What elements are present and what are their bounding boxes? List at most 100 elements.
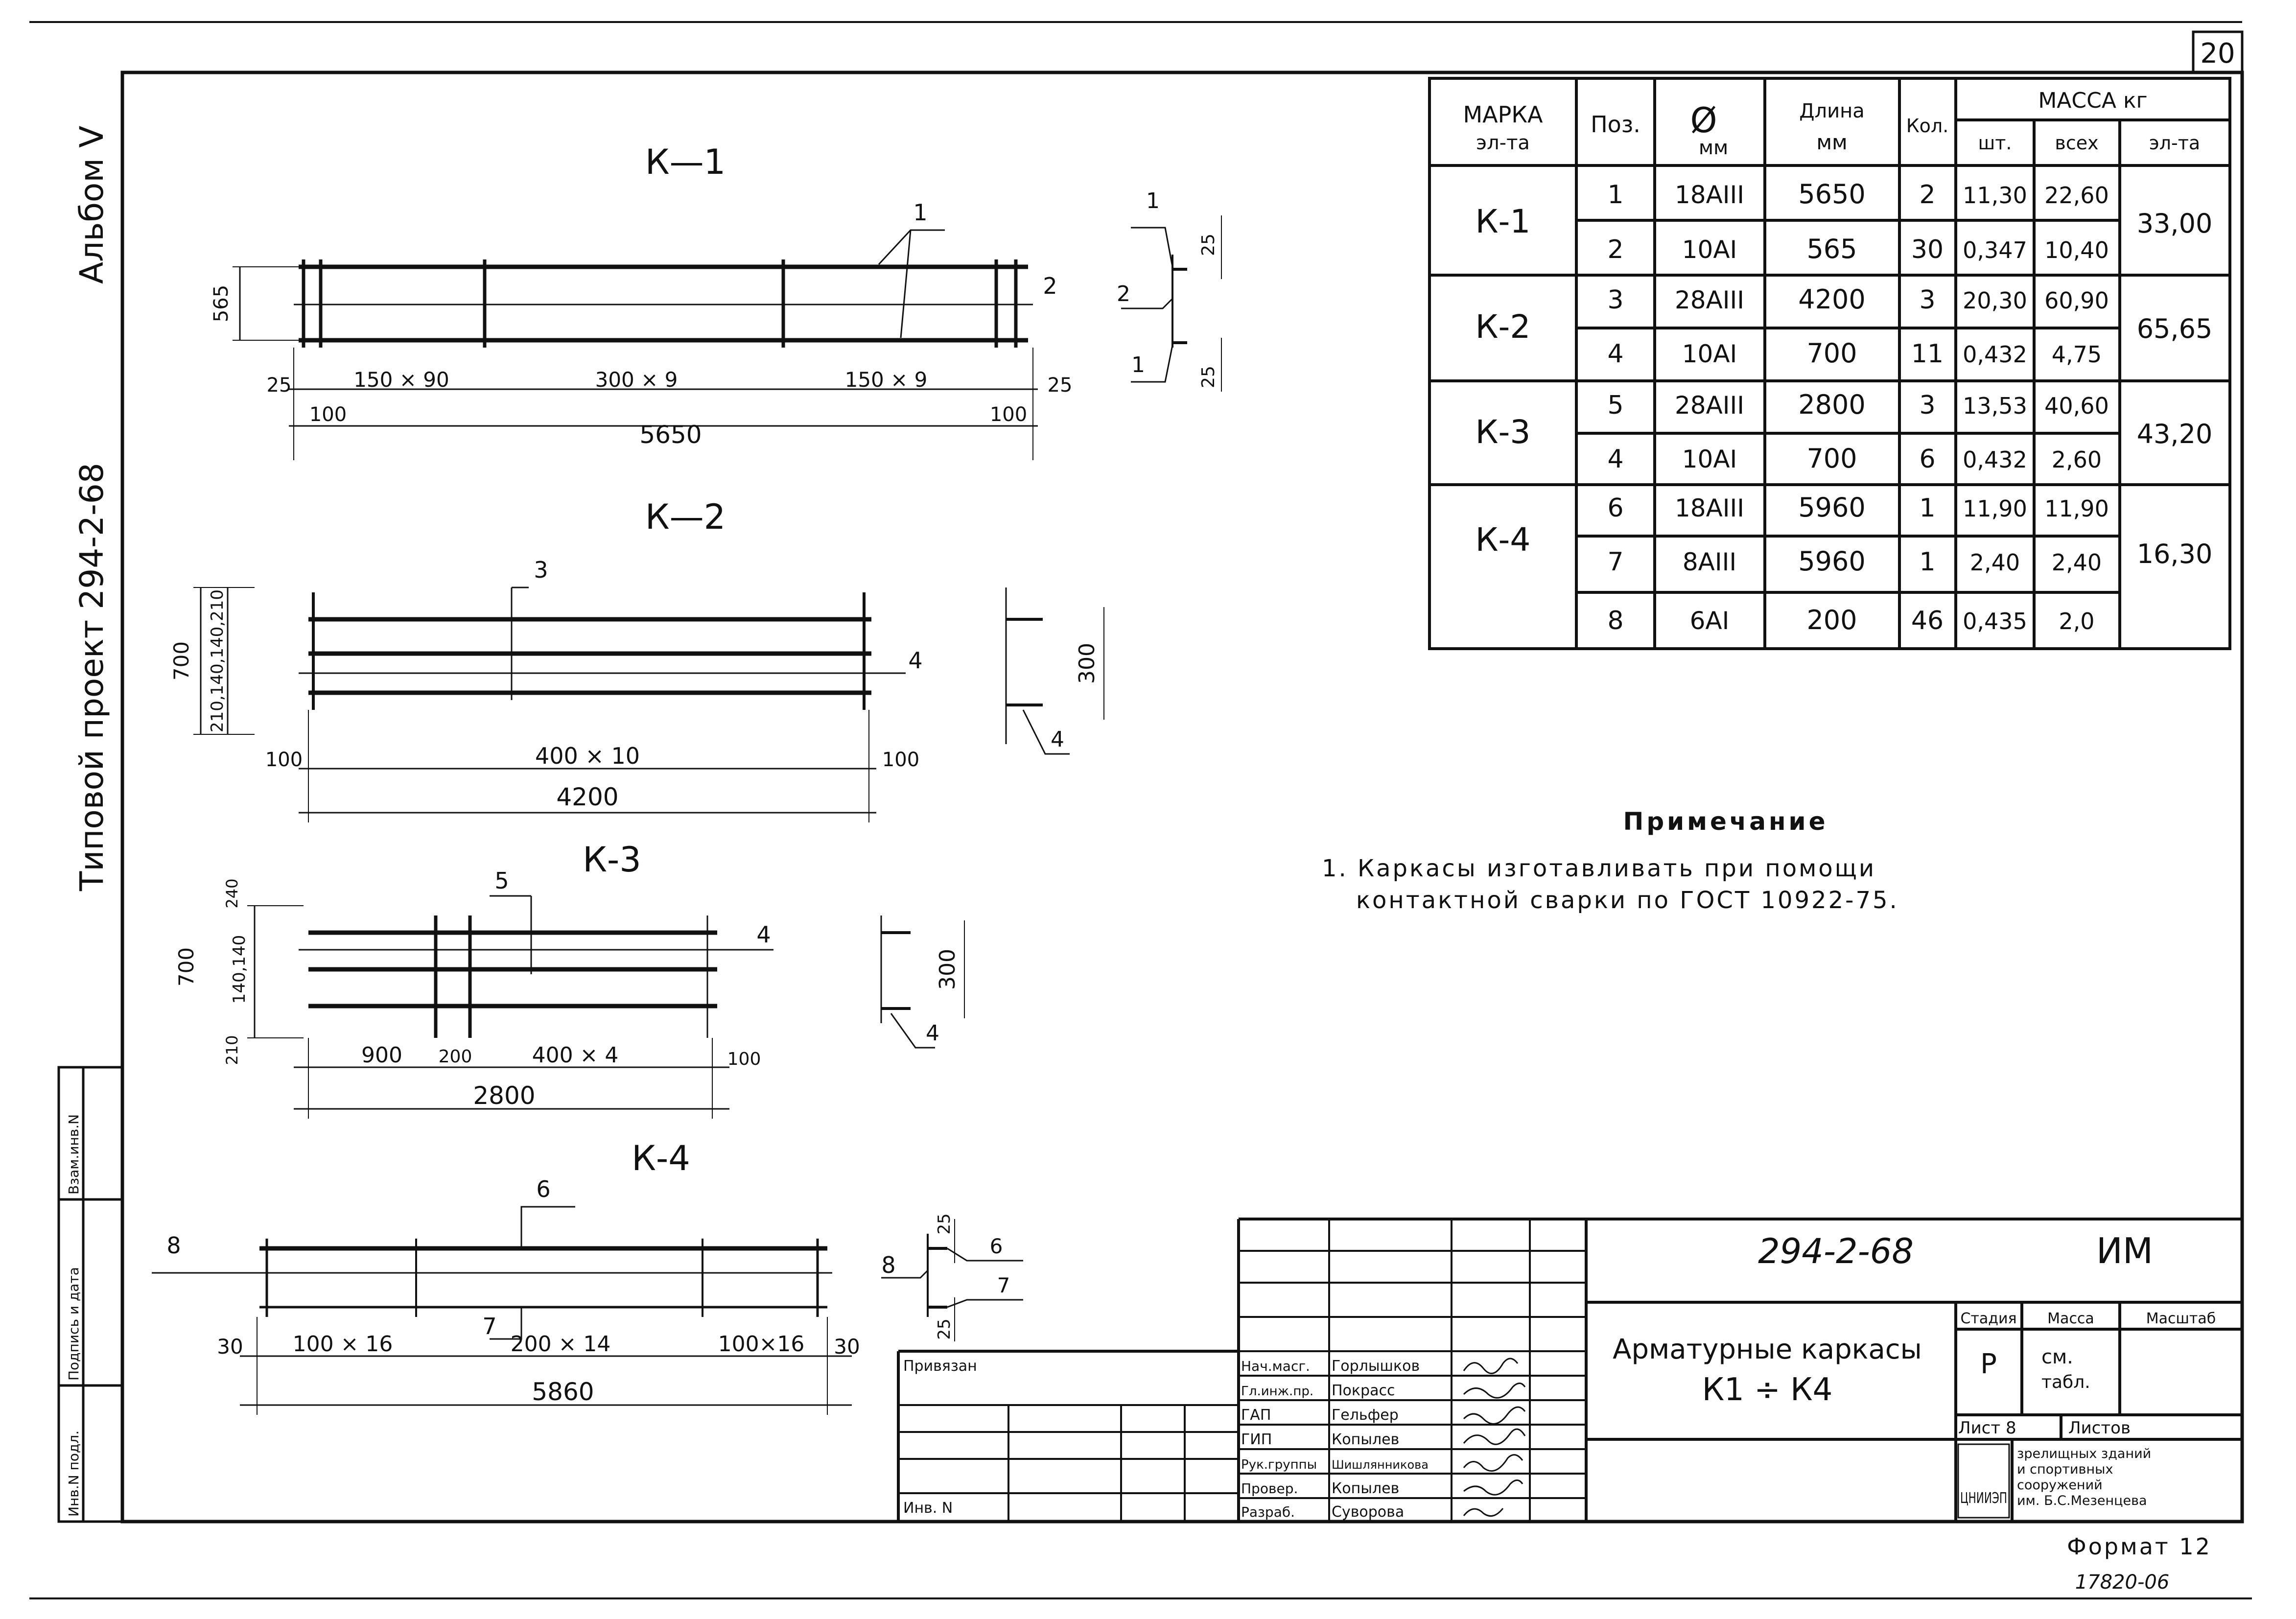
k2-dim-offset-right: 100 [882,749,919,771]
cell-diam: 28АIII [1675,391,1744,420]
cell-pos: 8 [1607,606,1623,635]
k1-dim-seg3: 150 × 9 [845,368,928,392]
k1-sec-pos-2: 2 [1117,282,1130,306]
hdr-mass-element: эл-та [2149,132,2200,154]
list-item: ГАП Гельфер [1241,1407,1399,1424]
total-k2: 65,65 [2137,313,2213,344]
hdr-mass-unit: шт. [1978,132,2012,154]
hdr-mass-all: всех [2055,132,2098,154]
k1-title: К—1 [645,142,726,182]
k2-sec-height: 300 [1075,643,1100,684]
k3-sec-height: 300 [935,949,960,990]
k4-pos-6: 6 [536,1176,550,1202]
role-name: Гельфер [1332,1407,1399,1424]
table-row: 6 18АIII 5960 1 11,90 11,90 [1607,492,2109,523]
k4-title: К-4 [632,1138,690,1178]
k3-dim-spacing-bottom: 210 [223,1035,241,1065]
role-label: ГАП [1241,1407,1271,1424]
cell-length: 700 [1806,338,1857,369]
cell-length: 700 [1806,443,1857,474]
k3-dim-offset-right: 100 [727,1049,761,1069]
cell-qty: 3 [1919,285,1935,315]
k2-dim-total: 4200 [556,783,618,811]
cell-mass-all: 22,60 [2044,182,2109,209]
k2-section [1005,587,1104,755]
table-row: 1 18АIII 5650 2 11,30 22,60 [1607,179,2109,210]
hdr-diam-symbol: Ø [1690,100,1717,141]
sheet-label: Лист 8 [1958,1418,2016,1438]
k1-dim-seg2: 300 × 9 [595,368,678,392]
cell-pos: 7 [1607,547,1623,577]
table-row: 4 10АI 700 11 0,432 4,75 [1607,338,2102,369]
album-title: Альбом V [73,126,111,284]
role-label: Гл.инж.пр. [1241,1384,1313,1399]
hdr-length-2: мм [1816,130,1847,154]
inv-label: Инв. N [903,1500,953,1517]
mark-k4: К-4 [1476,521,1531,559]
k4-section [881,1219,1023,1341]
role-label: ГИП [1241,1431,1272,1448]
cell-mass-unit: 20,30 [1963,287,2027,314]
k2-dim-offset-left: 100 [265,749,303,771]
drawing-k1: К—1 565 150 × 90 300 × 9 150 × 9 25 25 [210,142,1222,460]
k1-dim-seg1: 150 × 90 [353,368,449,392]
hdr-diam-unit: мм [1699,137,1728,159]
cell-pos: 3 [1607,285,1623,315]
hdr-mark-2: эл-та [1476,132,1530,154]
table-row: 3 28АIII 4200 3 20,30 60,90 [1607,284,2109,315]
mark-k3: К-3 [1476,413,1531,451]
cell-length: 4200 [1798,284,1865,315]
cell-qty: 1 [1919,547,1935,577]
k3-pos-4: 4 [756,921,771,948]
org-line-3: сооружений [2017,1478,2103,1493]
k4-sec-top: 25 [935,1213,954,1234]
role-label: Нач.масг. [1241,1358,1310,1374]
k1-sec-bottom: 25 [1198,366,1218,388]
k3-sec-pos-4: 4 [926,1021,939,1046]
org-line-2: и спортивных [2017,1462,2113,1477]
mass-value-2: табл. [2041,1372,2090,1392]
org-logo: ЦНИИЭП [1957,1443,2010,1519]
role-label: Рук.группы [1241,1457,1317,1472]
cell-qty: 46 [1911,606,1944,635]
table-row: 8 6АI 200 46 0,435 2,0 [1607,605,2094,635]
hdr-qty: Кол. [1906,115,1949,137]
spec-table: МАРКА эл-та Поз. Ø мм Длина мм Кол. МАСС… [1428,77,2231,650]
k4-sec-bottom: 25 [935,1318,954,1339]
cell-mass-all: 2,0 [2059,608,2094,634]
k4-dim-seg1: 100 × 16 [293,1332,393,1357]
hdr-pos: Поз. [1591,111,1640,138]
cell-pos: 4 [1607,339,1623,369]
k1-crossbars [302,259,1018,348]
k1-section [1121,215,1222,392]
drawing-k3: К-3 700 240 140,140 210 900 200 400 × 4 … [174,840,965,1119]
cell-mass-unit: 11,30 [1963,182,2027,209]
linked-label: Привязан [903,1358,977,1375]
k4-sec-pos-8: 8 [881,1252,895,1278]
k4-dim-total: 5860 [532,1378,594,1406]
k2-pos-3: 3 [534,557,548,583]
cell-length: 2800 [1798,389,1865,420]
doc-suffix: ИМ [2096,1230,2153,1271]
cell-pos: 5 [1607,391,1623,420]
cell-mass-all: 11,90 [2044,495,2109,522]
k3-dim-spacing: 140,140 [230,935,249,1004]
scale-label: Масштаб [2146,1310,2216,1327]
cell-mass-all: 2,60 [2052,446,2102,473]
doc-name-1: Арматурные каркасы [1613,1334,1922,1365]
cell-mass-unit: 11,90 [1963,495,2027,522]
cell-pos: 1 [1607,180,1623,210]
k2-dim-height: 700 [169,641,193,680]
total-k3: 43,20 [2137,419,2213,449]
cell-length: 200 [1806,605,1857,635]
cell-diam: 6АI [1690,607,1730,635]
k4-sec-pos-7: 7 [997,1273,1010,1297]
format-label: Формат 12 [2067,1533,2212,1560]
k1-sec-top: 25 [1198,234,1218,256]
stage-label: Стадия [1960,1310,2016,1327]
list-item: Нач.масг. Горлышков [1241,1358,1420,1375]
cell-qty: 6 [1919,445,1935,474]
k3-dim-height: 700 [174,947,198,986]
k3-pos-5: 5 [494,868,509,894]
k1-dim-total: 5650 [639,421,702,449]
